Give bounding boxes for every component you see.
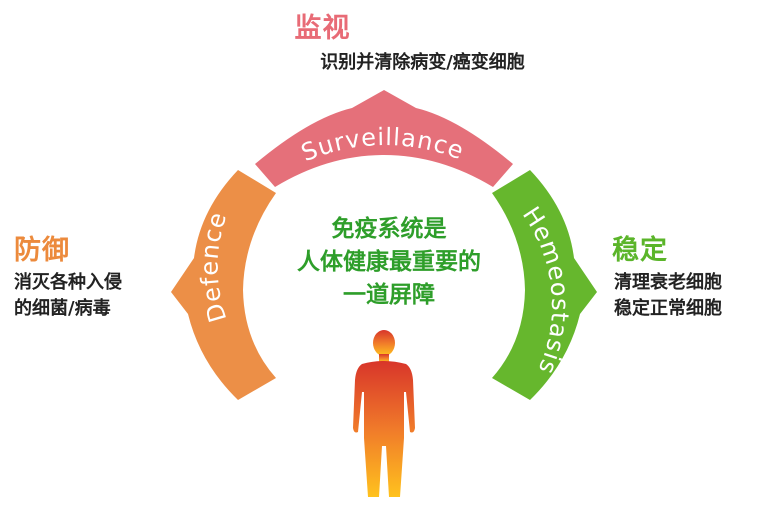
defence-description: 消灭各种入侵 的细菌/病毒 <box>14 270 122 322</box>
surveillance-title: 监视 <box>294 13 351 44</box>
human-body-silhouette-icon <box>353 330 415 497</box>
surveillance-description: 识别并清除病变/癌变细胞 <box>320 52 525 73</box>
homeostasis-description-line-2: 稳定正常细胞 <box>614 298 722 319</box>
defence-description-line-2: 的细菌/病毒 <box>14 298 111 319</box>
homeostasis-arc-segment <box>492 170 597 400</box>
defence-description-line-1: 消灭各种入侵 <box>14 272 122 293</box>
homeostasis-description-line-1: 清理衰老细胞 <box>614 272 722 293</box>
center-line-1: 免疫系统是 <box>331 216 447 242</box>
center-line-2: 人体健康最重要的 <box>297 249 481 275</box>
defence-arc-segment <box>171 170 276 400</box>
center-line-3: 一道屏障 <box>343 282 435 308</box>
defence-title: 防御 <box>14 235 70 266</box>
homeostasis-description: 清理衰老细胞 稳定正常细胞 <box>614 270 722 322</box>
surveillance-arc-segment <box>255 90 513 187</box>
center-statement: 免疫系统是 人体健康最重要的 一道屏障 <box>264 213 514 312</box>
homeostasis-title: 稳定 <box>612 235 668 266</box>
